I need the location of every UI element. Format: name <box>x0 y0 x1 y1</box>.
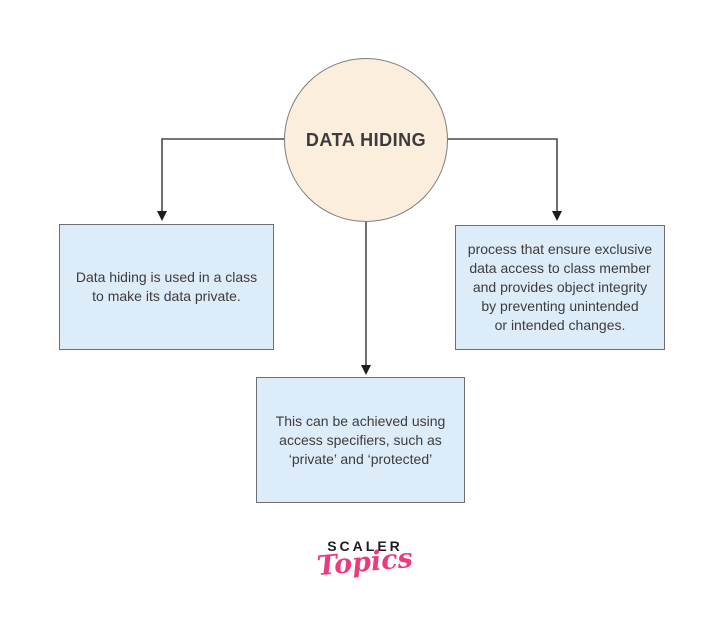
node-box-bottom: This can be achieved using access specif… <box>256 377 465 503</box>
logo-primary-text: SCALER <box>327 538 403 554</box>
diagram-title: DATA HIDING <box>305 129 427 150</box>
connector-right <box>447 138 558 212</box>
scaler-topics-logo: SCALER Topics <box>285 538 445 582</box>
central-node-circle: DATA HIDING <box>284 58 448 222</box>
arrowhead-left-icon <box>157 211 167 221</box>
node-text-right: process that ensure exclusive data acces… <box>467 241 653 333</box>
node-box-right: process that ensure exclusive data acces… <box>455 225 665 350</box>
node-text-bottom: This can be achieved using access specif… <box>275 412 446 467</box>
arrowhead-right-icon <box>552 211 562 221</box>
connector-left <box>161 138 285 212</box>
node-box-left: Data hiding is used in a class to make i… <box>59 224 274 350</box>
node-text-left: Data hiding is used in a class to make i… <box>75 269 258 304</box>
arrowhead-bottom-icon <box>361 365 371 375</box>
